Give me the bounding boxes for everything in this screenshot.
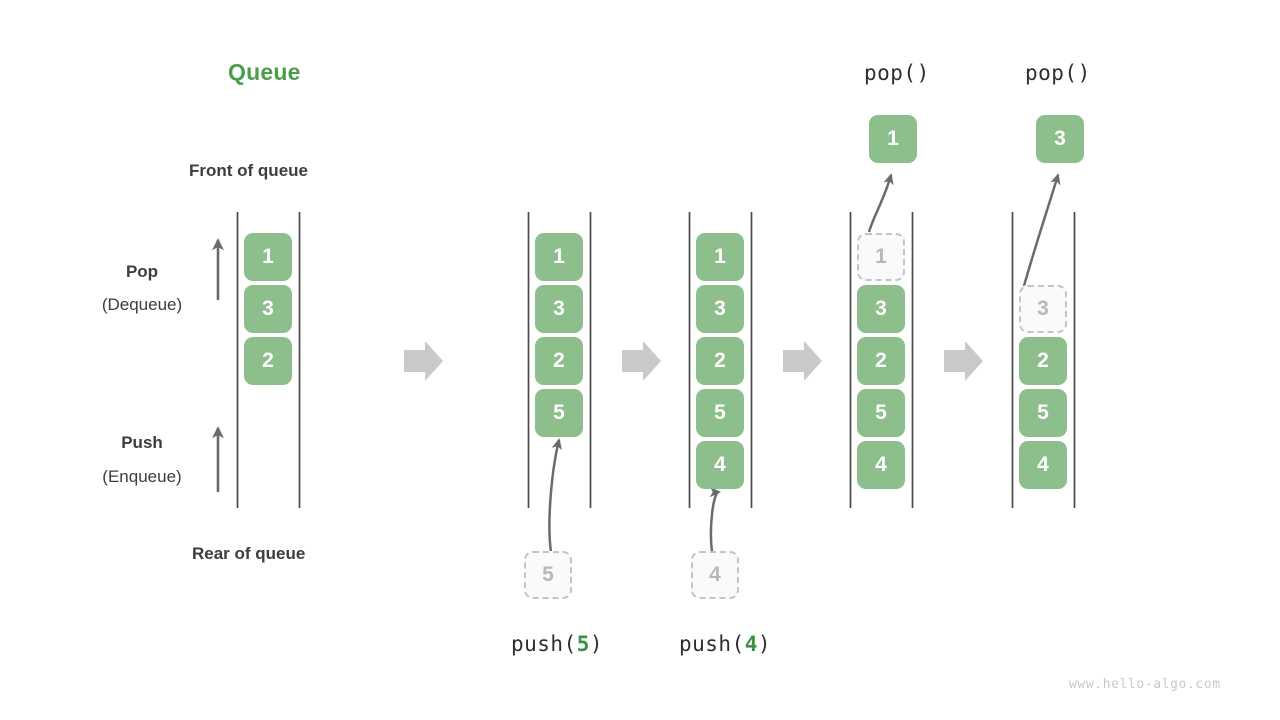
push-caption-arg: 5 bbox=[576, 632, 590, 656]
push-caption: push(5) bbox=[511, 632, 603, 656]
pop-caption: pop() bbox=[864, 61, 930, 85]
pop-sublabel: (Dequeue) bbox=[101, 295, 183, 314]
push-caption: push(4) bbox=[679, 632, 771, 656]
queue-cell: 4 bbox=[857, 441, 905, 489]
queue-cell: 5 bbox=[535, 389, 583, 437]
step-arrow-4-5 bbox=[944, 341, 983, 381]
queue-cell: 5 bbox=[696, 389, 744, 437]
queue-cell: 1 bbox=[244, 233, 292, 281]
queue-cell: 5 bbox=[857, 389, 905, 437]
pop-label: Pop bbox=[125, 262, 159, 281]
queue-cell: 3 bbox=[696, 285, 744, 333]
pop-1-arrow bbox=[867, 173, 894, 233]
push-caption-prefix: push( bbox=[679, 632, 745, 656]
incoming-ghost-cell: 4 bbox=[691, 551, 739, 599]
push-4-arrow bbox=[709, 486, 721, 553]
push-caption-arg: 4 bbox=[744, 632, 758, 656]
push-caption-prefix: push( bbox=[511, 632, 577, 656]
queue-cell: 2 bbox=[696, 337, 744, 385]
queue-cell: 3 bbox=[244, 285, 292, 333]
pop-caption: pop() bbox=[1025, 61, 1091, 85]
pop-2-arrow bbox=[1022, 173, 1061, 287]
queue-cell: 5 bbox=[1019, 389, 1067, 437]
incoming-ghost-cell: 5 bbox=[524, 551, 572, 599]
rear-of-queue-label: Rear of queue bbox=[192, 544, 306, 563]
queue-cell: 2 bbox=[244, 337, 292, 385]
popped-value-cell: 3 bbox=[1036, 115, 1084, 163]
queue-cell: 2 bbox=[1019, 337, 1067, 385]
push-caption-suffix: ) bbox=[757, 632, 772, 656]
push-caption-suffix: ) bbox=[589, 632, 604, 656]
queue-cell: 1 bbox=[696, 233, 744, 281]
queue-cell: 4 bbox=[696, 441, 744, 489]
popped-value-cell: 1 bbox=[869, 115, 917, 163]
popped-ghost-cell: 1 bbox=[857, 233, 905, 281]
push-5-arrow bbox=[548, 438, 562, 553]
queue-cell: 2 bbox=[857, 337, 905, 385]
diagram-title: Queue bbox=[228, 59, 301, 85]
front-of-queue-label: Front of queue bbox=[189, 161, 308, 180]
queue-cell: 1 bbox=[535, 233, 583, 281]
queue-cell: 3 bbox=[535, 285, 583, 333]
step-arrow-1-2 bbox=[404, 341, 443, 381]
watermark: www.hello-algo.com bbox=[1069, 677, 1221, 692]
step-arrow-3-4 bbox=[783, 341, 822, 381]
queue-cell: 4 bbox=[1019, 441, 1067, 489]
queue-cell: 3 bbox=[857, 285, 905, 333]
popped-ghost-cell: 3 bbox=[1019, 285, 1067, 333]
push-label: Push bbox=[121, 433, 163, 452]
step-arrow-2-3 bbox=[622, 341, 661, 381]
push-sublabel: (Enqueue) bbox=[102, 467, 182, 486]
queue-cell: 2 bbox=[535, 337, 583, 385]
